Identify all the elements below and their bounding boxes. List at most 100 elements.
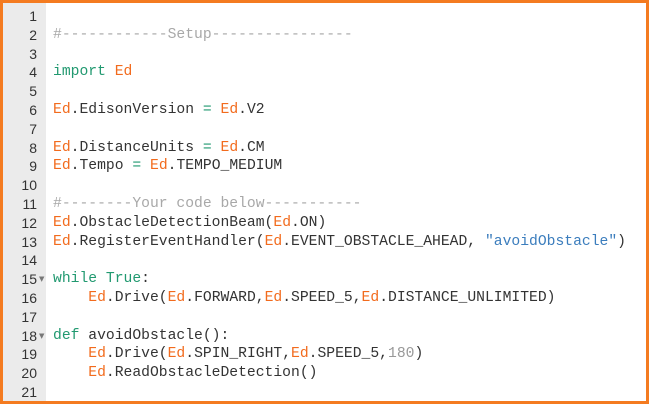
fold-triangle-down-icon[interactable]: ▼	[39, 331, 45, 340]
code-line[interactable]: 21	[3, 383, 646, 402]
token-txt	[53, 346, 88, 362]
token-ed: Ed	[220, 101, 239, 118]
token-num: 180	[388, 346, 415, 363]
code-line[interactable]: 8 Ed.DistanceUnits = Ed.CM	[3, 139, 646, 158]
token-ed: Ed	[167, 346, 186, 363]
line-number: 9	[29, 158, 37, 175]
token-txt: .Tempo	[70, 158, 133, 175]
code-text: Ed.Drive(Ed.SPIN_RIGHT,Ed.SPEED_5,180)	[53, 345, 423, 364]
code-line[interactable]: 5	[3, 82, 646, 101]
token-op: =	[202, 101, 212, 118]
token-txt: .EVENT_OBSTACLE_AHEAD,	[282, 233, 485, 250]
code-text: import Ed	[53, 63, 132, 82]
code-text: Ed.Drive(Ed.FORWARD,Ed.SPEED_5,Ed.DISTAN…	[53, 289, 555, 308]
code-line[interactable]: 19 Ed.Drive(Ed.SPIN_RIGHT,Ed.SPEED_5,180…	[3, 345, 646, 364]
token-ed: Ed	[361, 289, 380, 306]
fold-triangle-down-icon[interactable]: ▼	[39, 275, 45, 284]
code-line[interactable]: 11#--------Your code below-----------	[3, 195, 646, 214]
code-line[interactable]: 7	[3, 120, 646, 139]
token-txt: .EdisonVersion	[70, 101, 203, 118]
line-number: 10	[21, 177, 37, 194]
code-line[interactable]: 10	[3, 176, 646, 195]
token-txt	[212, 140, 221, 156]
token-ed: Ed	[53, 214, 71, 231]
token-txt	[53, 290, 88, 306]
token-txt	[53, 365, 88, 381]
token-txt: .RegisterEventHandler(	[70, 233, 265, 250]
token-ed: Ed	[53, 158, 71, 175]
code-text: Ed.RegisterEventHandler(Ed.EVENT_OBSTACL…	[53, 233, 626, 252]
token-txt	[97, 271, 106, 287]
line-number: 2	[29, 26, 37, 43]
line-number: 12	[21, 214, 37, 231]
code-text: while True:	[53, 270, 150, 289]
token-ed: Ed	[291, 346, 309, 363]
line-number: 3	[29, 45, 37, 62]
token-txt: )	[414, 346, 424, 363]
code-text: Ed.DistanceUnits = Ed.CM	[53, 139, 265, 158]
line-number: 14	[21, 252, 37, 269]
token-ed: Ed	[264, 289, 283, 306]
line-number-gutter	[3, 3, 46, 401]
line-number: 13	[21, 233, 37, 250]
code-text: Ed.Tempo = Ed.TEMPO_MEDIUM	[53, 157, 282, 176]
token-ed: Ed	[114, 64, 133, 81]
token-cm: #------------Setup----------------	[53, 26, 353, 43]
token-ed: Ed	[273, 214, 292, 231]
token-ed: Ed	[53, 233, 71, 250]
code-line[interactable]: 2 #------------Setup----------------	[3, 26, 646, 45]
token-txt: .V2	[238, 101, 265, 118]
token-txt: avoidObstacle():	[79, 327, 230, 344]
code-line[interactable]: 20 Ed.ReadObstacleDetection()	[3, 364, 646, 383]
line-number: 21	[21, 383, 37, 400]
line-number: 17	[21, 308, 37, 325]
code-text: Ed.EdisonVersion = Ed.V2	[53, 101, 265, 120]
token-op: =	[202, 139, 212, 156]
code-text: #--------Your code below-----------	[53, 195, 362, 214]
code-text: Ed.ReadObstacleDetection()	[53, 364, 317, 383]
code-line[interactable]: 18▼ def avoidObstacle():	[3, 327, 646, 346]
token-kw: def	[53, 327, 80, 344]
code-line[interactable]: 16 Ed.Drive(Ed.FORWARD,Ed.SPEED_5,Ed.DIS…	[3, 289, 646, 308]
token-ed: Ed	[88, 365, 106, 382]
line-number: 6	[29, 101, 37, 118]
token-ed: Ed	[150, 158, 168, 175]
token-ed: Ed	[167, 289, 186, 306]
line-number: 18	[21, 327, 37, 344]
token-op: =	[132, 158, 142, 175]
token-txt	[106, 64, 115, 80]
token-txt: .DISTANCE_UNLIMITED)	[379, 289, 556, 306]
code-line[interactable]: 17	[3, 308, 646, 327]
token-ed: Ed	[88, 289, 106, 306]
token-ed: Ed	[53, 139, 71, 156]
token-kw: import	[53, 64, 106, 81]
token-txt: .Drive(	[105, 289, 168, 306]
token-ed: Ed	[264, 233, 283, 250]
line-number: 19	[21, 346, 37, 363]
token-txt	[212, 102, 221, 118]
code-text: Ed.ObstacleDetectionBeam(Ed.ON)	[53, 214, 326, 233]
token-txt: .SPEED_5,	[308, 346, 388, 363]
code-line[interactable]: 1	[3, 7, 646, 26]
token-txt: :	[141, 271, 150, 288]
token-txt: .ObstacleDetectionBeam(	[70, 214, 274, 231]
token-kw: while	[53, 271, 98, 288]
code-line[interactable]: 9 Ed.Tempo = Ed.TEMPO_MEDIUM	[3, 157, 646, 176]
line-number: 20	[21, 365, 37, 382]
token-txt: .SPEED_5,	[282, 289, 362, 306]
token-txt	[141, 158, 150, 174]
token-kw: True	[105, 271, 142, 288]
code-text: #------------Setup----------------	[53, 26, 353, 45]
code-line[interactable]: 15▼while True:	[3, 270, 646, 289]
line-number: 8	[29, 139, 37, 156]
token-txt: .ON)	[291, 214, 327, 231]
code-line[interactable]: 3	[3, 45, 646, 64]
line-number: 1	[29, 8, 37, 24]
token-ed: Ed	[220, 139, 239, 156]
code-line[interactable]: 14	[3, 251, 646, 270]
